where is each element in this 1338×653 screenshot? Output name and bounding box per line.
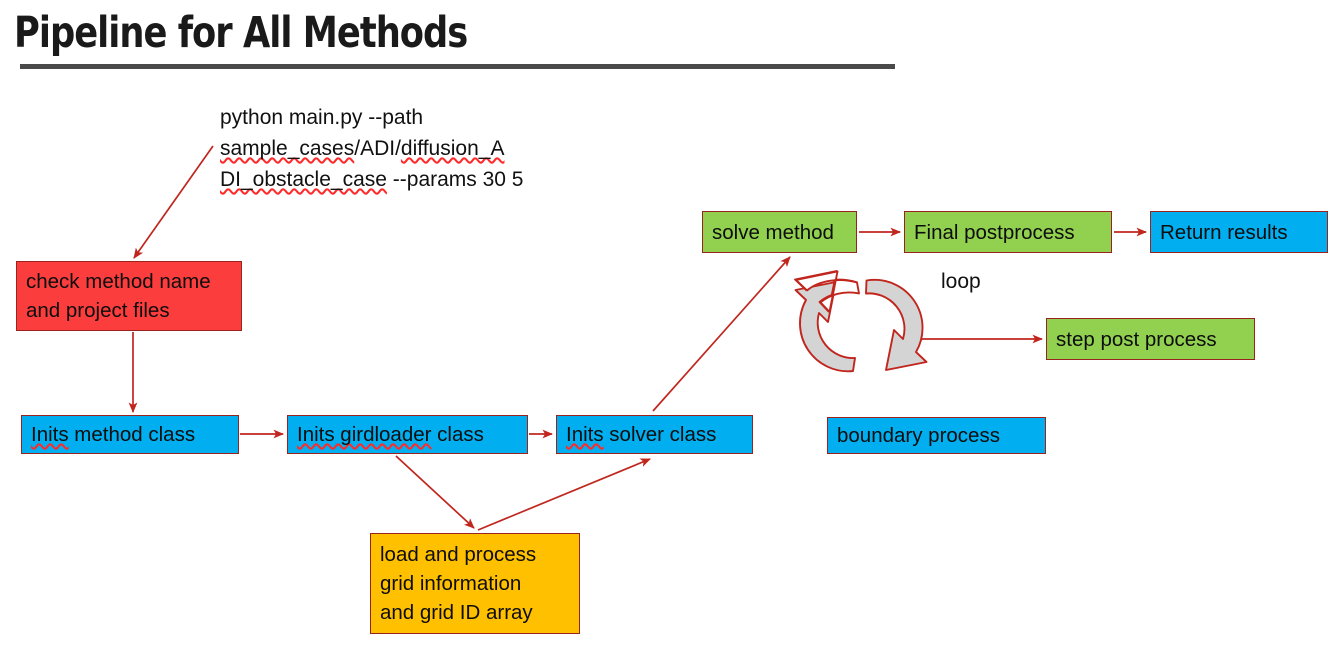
edge-solver-to-solve-method [652, 256, 791, 412]
node-solve-method-label: solve method [712, 220, 834, 244]
command-line-1: python main.py --path [220, 106, 424, 129]
loop-label: loop [941, 270, 981, 293]
command-annotation: python main.py --path sample_cases/ADI/d… [220, 102, 580, 195]
node-load-grid-line3: and grid ID array [380, 601, 533, 624]
node-check-method-line1: check method name [26, 270, 211, 293]
node-inits-gridloader-class[interactable]: Inits girdloader class [287, 415, 528, 454]
node-inits-method-label: Inits method class [31, 423, 196, 446]
edge-command-to-check [133, 145, 214, 259]
node-load-grid-line2: grid information [380, 572, 522, 595]
node-load-grid-line1: load and process [380, 543, 537, 566]
node-load-and-process-grid[interactable]: load and process grid information and gr… [370, 533, 580, 634]
node-return-results-label: Return results [1160, 220, 1288, 244]
edge-loadgrid-to-solver [477, 458, 651, 531]
node-boundary-process[interactable]: boundary process [827, 417, 1046, 454]
node-boundary-process-label: boundary process [837, 424, 1000, 447]
circular-loop-icon [794, 270, 928, 373]
node-inits-method-class[interactable]: Inits method class [21, 415, 239, 454]
edge-gridloader-to-loadgrid [395, 455, 475, 529]
page-title: Pipeline for All Methods [14, 8, 468, 58]
node-inits-gridloader-label: Inits girdloader class [297, 423, 484, 446]
node-return-results[interactable]: Return results [1150, 211, 1328, 253]
node-inits-solver-label: Inits solver class [566, 423, 717, 446]
command-line-3: DI_obstacle_case --params 30 5 [220, 168, 524, 191]
node-step-post-process-label: step post process [1056, 327, 1217, 351]
node-step-post-process[interactable]: step post process [1046, 318, 1255, 360]
node-check-method-name[interactable]: check method name and project files [16, 261, 242, 331]
command-line-2: sample_cases/ADI/diffusion_A [220, 137, 505, 160]
node-final-postprocess-label: Final postprocess [914, 220, 1075, 244]
node-inits-solver-class[interactable]: Inits solver class [556, 415, 753, 454]
node-check-method-line2: and project files [26, 299, 170, 322]
node-final-postprocess[interactable]: Final postprocess [904, 211, 1112, 253]
title-divider [20, 64, 895, 69]
node-solve-method[interactable]: solve method [702, 211, 857, 253]
